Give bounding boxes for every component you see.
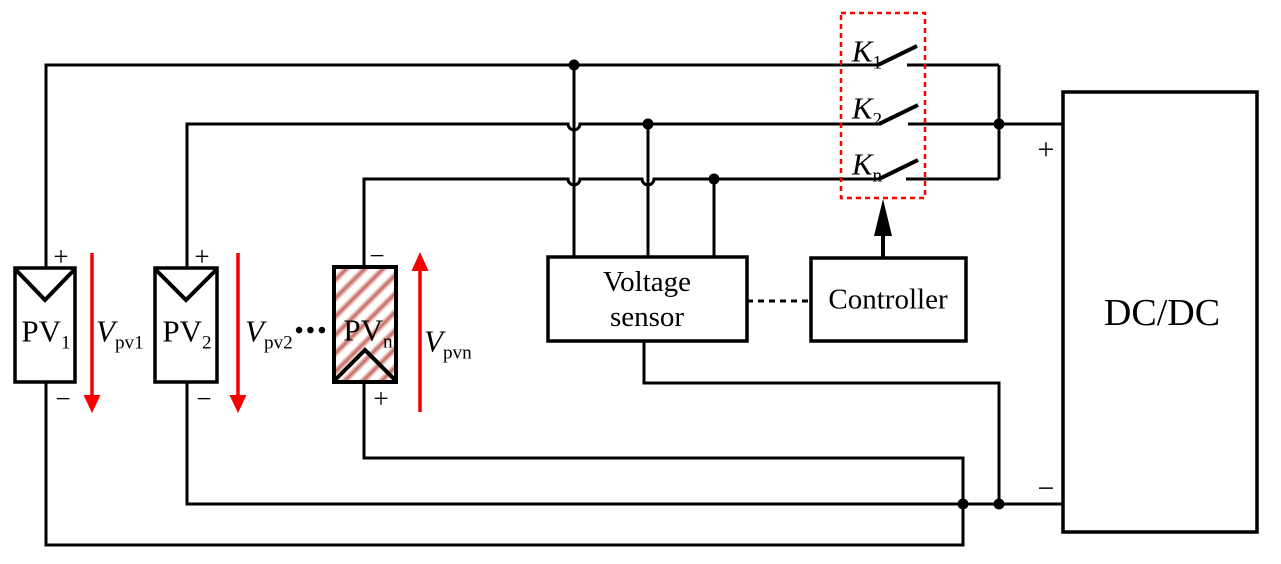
junction-dot — [708, 173, 720, 185]
vpv1-voltage-label: Vpv1 — [96, 313, 144, 354]
pv1-negative-wire — [44, 382, 965, 547]
pv2-positive-wire — [185, 122, 879, 268]
kn-switch-lever — [878, 158, 919, 181]
dcdc-converter-box — [1061, 90, 1259, 534]
dcdc-negative-terminal-sign: − — [1037, 472, 1055, 505]
k2-switch-label: K2 — [851, 90, 883, 131]
controller-arrow-head — [874, 199, 892, 236]
sensor-reference-wire — [642, 341, 1001, 504]
k2-switch-lever — [878, 103, 919, 126]
pv2-panel-chevron — [154, 268, 218, 303]
pvn-panel-label: PVn — [343, 312, 393, 353]
pv2-bottom-polarity: − — [196, 383, 212, 414]
pv2-negative-wire — [185, 382, 1066, 506]
pv1-top-polarity: + — [53, 241, 69, 272]
k1-switch-lever — [877, 44, 918, 67]
junction-dot — [993, 498, 1005, 510]
pv2-top-polarity: + — [194, 241, 210, 272]
pvn-top-polarity: − — [369, 240, 385, 271]
dcdc-positive-terminal-sign: + — [1037, 133, 1055, 166]
dcdc-converter-label: DC/DC — [1103, 292, 1221, 334]
junction-dot — [642, 118, 654, 130]
vpvn-arrow-head — [411, 252, 429, 271]
pvn-panel-chevron — [333, 347, 397, 382]
controller-box — [809, 256, 968, 343]
junction-dot — [568, 59, 580, 71]
junction-dot — [993, 118, 1005, 130]
controller-label: Controller — [828, 283, 948, 316]
pv1-panel-chevron — [14, 268, 76, 303]
pvn-negative-wire — [362, 177, 879, 267]
pv1-positive-wire — [44, 63, 878, 268]
pvn-bottom-polarity: + — [373, 383, 389, 414]
pv1-panel-box — [13, 266, 77, 384]
pv1-panel-label: PV1 — [21, 313, 71, 354]
pvn-panel-box — [332, 265, 398, 384]
kn-switch-label: Kn — [851, 146, 883, 187]
voltage-sensor-box — [546, 255, 749, 343]
switch-bank-dashed-box — [839, 11, 927, 200]
pv2-panel-box — [153, 266, 219, 384]
vpv2-arrow-head — [229, 395, 247, 413]
pv1-bottom-polarity: − — [55, 383, 71, 414]
vpvn-voltage-label: Vpvn — [424, 323, 472, 364]
vpv1-arrow-head — [83, 395, 101, 413]
pv2-panel-label: PV2 — [162, 313, 212, 354]
vpv2-voltage-label: Vpv2 — [245, 313, 293, 354]
ellipsis-dots: ••• — [294, 318, 330, 344]
pvn-positive-wire — [362, 382, 965, 504]
k1-switch-label: K1 — [851, 33, 883, 74]
junction-dot — [957, 498, 969, 510]
